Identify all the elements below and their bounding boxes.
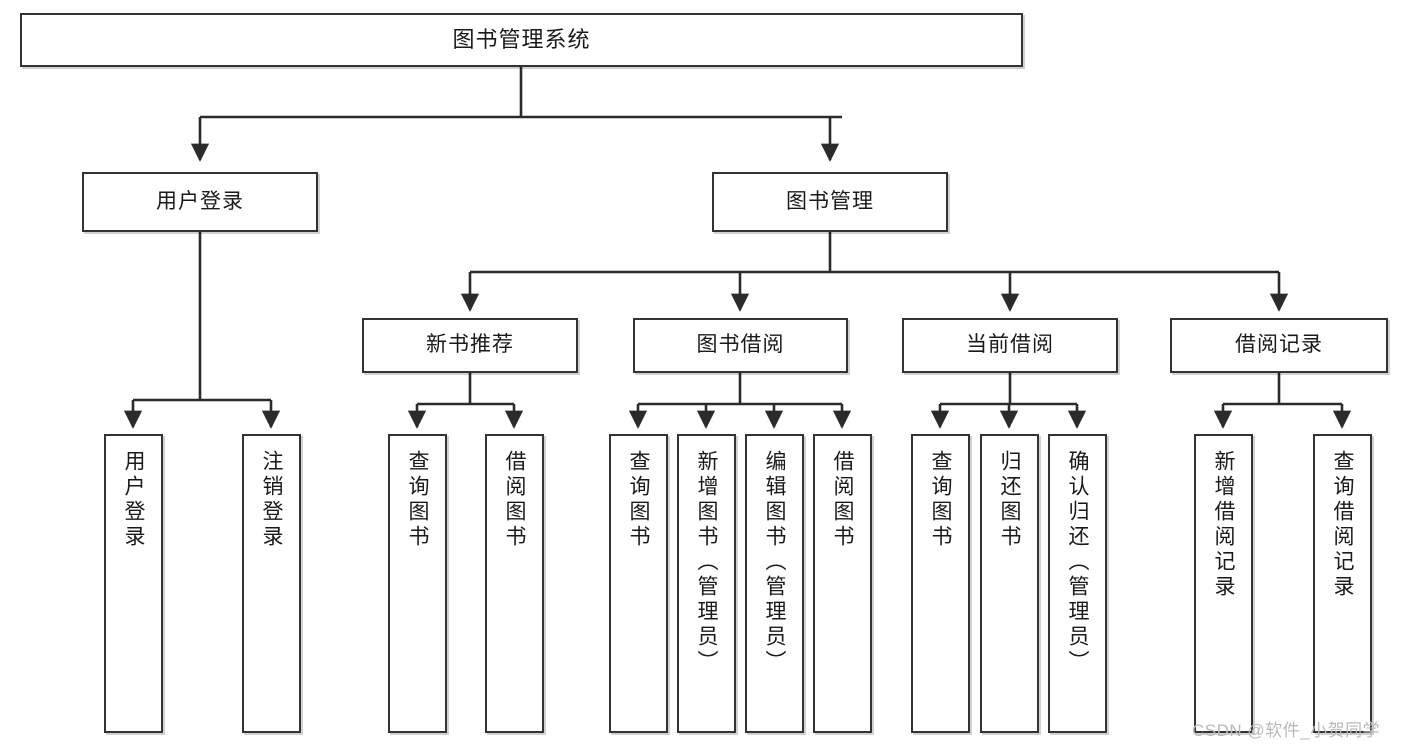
node-borrow-record-label: 借阅记录 [1235, 333, 1323, 357]
node-book-borrow[interactable]: 图书借阅 [633, 318, 848, 373]
node-leaf-borrow-book[interactable]: 借阅图书 [813, 434, 872, 733]
node-leaf-query-book-borrow-label: 查询图书 [627, 450, 650, 550]
node-new-book-recommend[interactable]: 新书推荐 [362, 318, 578, 373]
node-leaf-add-book-label: 新增图书（管理员） [695, 450, 718, 675]
watermark: CSDN @软件_小贺同学 [1192, 721, 1381, 740]
node-book-manage-label: 图书管理 [786, 189, 874, 213]
node-leaf-user-login[interactable]: 用户登录 [104, 434, 163, 733]
node-book-manage[interactable]: 图书管理 [712, 172, 948, 232]
node-leaf-borrow-book-label: 借阅图书 [831, 450, 854, 550]
node-leaf-query-book-rec-label: 查询图书 [406, 450, 429, 550]
node-leaf-user-login-label: 用户登录 [122, 450, 145, 550]
node-leaf-query-book-borrow[interactable]: 查询图书 [609, 434, 668, 733]
node-user-login[interactable]: 用户登录 [82, 172, 318, 232]
node-book-borrow-label: 图书借阅 [696, 333, 785, 357]
node-leaf-edit-book-label: 编辑图书（管理员） [763, 450, 786, 675]
node-leaf-borrow-book-rec[interactable]: 借阅图书 [485, 434, 544, 733]
node-new-book-recommend-label: 新书推荐 [426, 333, 514, 357]
node-root-label: 图书管理系统 [452, 27, 591, 53]
node-root[interactable]: 图书管理系统 [20, 13, 1023, 67]
node-leaf-confirm-return-label: 确认归还（管理员） [1066, 450, 1089, 675]
node-leaf-return-book-label: 归还图书 [998, 450, 1021, 550]
node-current-borrow-label: 当前借阅 [966, 333, 1054, 357]
node-leaf-query-book-current-label: 查询图书 [929, 450, 952, 550]
node-leaf-query-book-rec[interactable]: 查询图书 [388, 434, 447, 733]
node-leaf-add-record[interactable]: 新增借阅记录 [1194, 434, 1253, 733]
node-leaf-add-record-label: 新增借阅记录 [1212, 450, 1235, 600]
node-borrow-record[interactable]: 借阅记录 [1170, 318, 1388, 373]
node-leaf-query-book-current[interactable]: 查询图书 [911, 434, 970, 733]
node-leaf-return-book[interactable]: 归还图书 [980, 434, 1039, 733]
node-leaf-confirm-return[interactable]: 确认归还（管理员） [1048, 434, 1107, 733]
node-leaf-logout-label: 注销登录 [260, 450, 283, 550]
node-leaf-query-record[interactable]: 查询借阅记录 [1313, 434, 1372, 733]
node-user-login-label: 用户登录 [156, 189, 244, 213]
node-leaf-logout[interactable]: 注销登录 [242, 434, 301, 733]
node-leaf-query-record-label: 查询借阅记录 [1331, 450, 1354, 600]
node-leaf-add-book[interactable]: 新增图书（管理员） [677, 434, 736, 733]
node-leaf-borrow-book-rec-label: 借阅图书 [503, 450, 526, 550]
node-leaf-edit-book[interactable]: 编辑图书（管理员） [745, 434, 804, 733]
node-current-borrow[interactable]: 当前借阅 [902, 318, 1118, 373]
